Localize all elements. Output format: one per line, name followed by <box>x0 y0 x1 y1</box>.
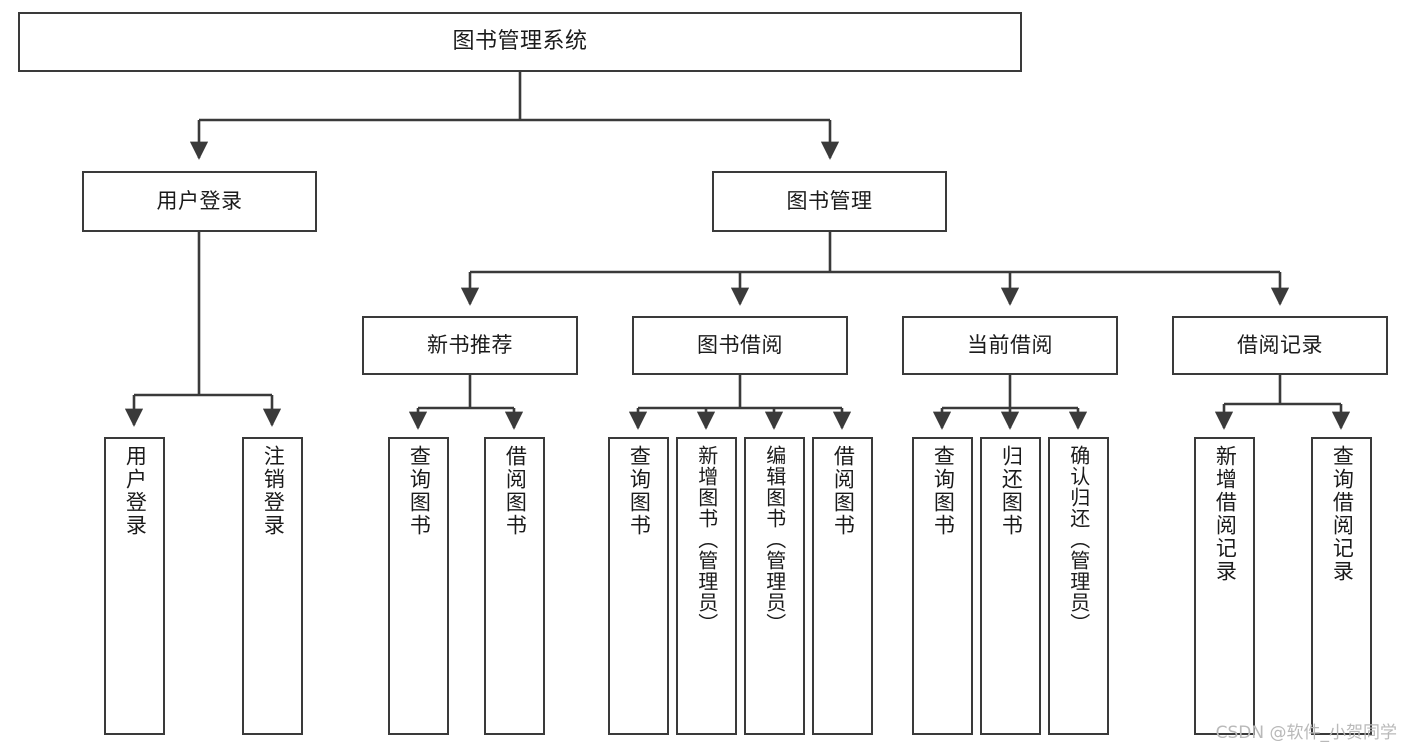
node-label: 确认归还（管理员） <box>1066 445 1091 634</box>
node-label: 编辑图书（管理员） <box>762 445 787 634</box>
leaf-borrow-book-2[interactable]: 借阅图书 <box>812 437 873 735</box>
node-label: 查询图书 <box>407 445 432 537</box>
node-label: 归还图书 <box>999 445 1024 537</box>
node-label: 用户登录 <box>156 188 243 213</box>
node-label: 新增图书（管理员） <box>694 445 719 634</box>
leaf-logout-login[interactable]: 注销登录 <box>242 437 303 735</box>
node-label: 图书管理系统 <box>452 28 588 54</box>
node-label: 查询图书 <box>627 445 652 537</box>
node-label: 新增借阅记录 <box>1213 445 1238 583</box>
node-label: 图书管理 <box>786 188 873 213</box>
node-label: 当前借阅 <box>967 332 1053 357</box>
node-label: 图书借阅 <box>697 332 783 357</box>
node-book-manage[interactable]: 图书管理 <box>712 171 947 232</box>
leaf-return-book[interactable]: 归还图书 <box>980 437 1041 735</box>
leaf-query-borrow-record[interactable]: 查询借阅记录 <box>1311 437 1372 735</box>
leaf-query-book-1[interactable]: 查询图书 <box>388 437 449 735</box>
leaf-user-login[interactable]: 用户登录 <box>104 437 165 735</box>
leaf-query-book-3[interactable]: 查询图书 <box>912 437 973 735</box>
node-new-book-recommend[interactable]: 新书推荐 <box>362 316 578 375</box>
node-label: 借阅图书 <box>503 445 528 537</box>
node-book-borrow[interactable]: 图书借阅 <box>632 316 848 375</box>
leaf-query-book-2[interactable]: 查询图书 <box>608 437 669 735</box>
leaf-edit-book[interactable]: 编辑图书（管理员） <box>744 437 805 735</box>
node-label: 查询借阅记录 <box>1330 445 1355 583</box>
node-label: 用户登录 <box>123 445 148 537</box>
node-label: 借阅图书 <box>831 445 856 537</box>
leaf-borrow-book-1[interactable]: 借阅图书 <box>484 437 545 735</box>
node-user-login[interactable]: 用户登录 <box>82 171 317 232</box>
node-label: 查询图书 <box>931 445 956 537</box>
node-label: 注销登录 <box>261 445 286 537</box>
leaf-confirm-return[interactable]: 确认归还（管理员） <box>1048 437 1109 735</box>
node-root-system[interactable]: 图书管理系统 <box>18 12 1022 72</box>
leaf-add-book[interactable]: 新增图书（管理员） <box>676 437 737 735</box>
leaf-add-borrow-record[interactable]: 新增借阅记录 <box>1194 437 1255 735</box>
node-label: 借阅记录 <box>1237 332 1323 357</box>
node-current-borrow[interactable]: 当前借阅 <box>902 316 1118 375</box>
node-label: 新书推荐 <box>427 332 513 357</box>
csdn-watermark: CSDN @软件_小贺同学 <box>1215 723 1397 743</box>
node-borrow-record[interactable]: 借阅记录 <box>1172 316 1388 375</box>
